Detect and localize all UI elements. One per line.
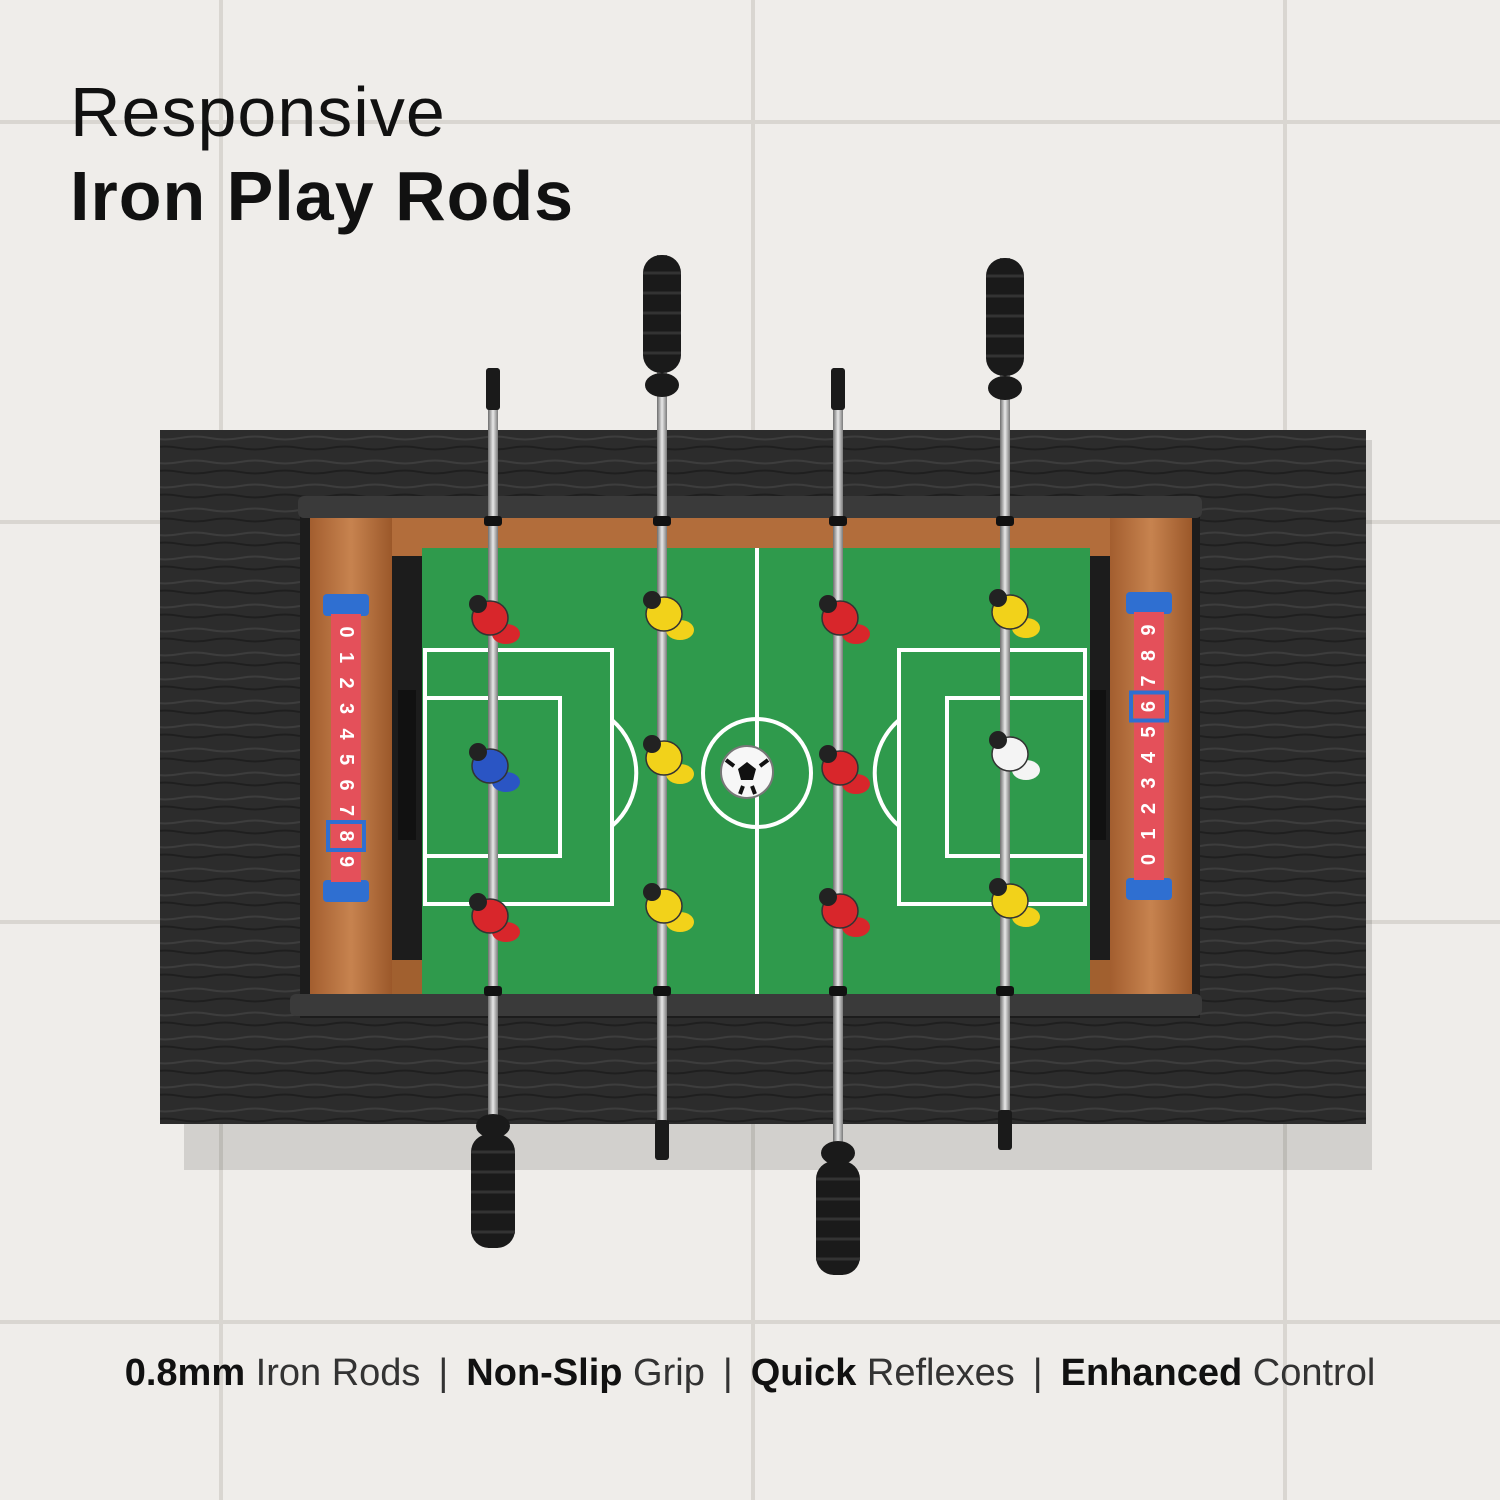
score-cap <box>1126 592 1172 614</box>
score-digit: 3 <box>335 703 357 714</box>
rod-bumper <box>484 986 502 996</box>
player-figure <box>643 735 694 784</box>
score-counter-left[interactable]: 0 1 2 3 4 5 6 7 8 9 <box>323 594 369 902</box>
player-head <box>469 595 487 613</box>
player-figure <box>819 595 870 644</box>
right-goal <box>1090 690 1106 840</box>
rod-end-cap <box>486 368 500 410</box>
separator: | <box>722 1352 733 1394</box>
score-cap <box>323 594 369 616</box>
score-bar <box>1134 612 1164 880</box>
player-head <box>643 883 661 901</box>
score-marker[interactable] <box>326 820 366 852</box>
score-digit: 8 <box>1138 650 1160 661</box>
rod-end-cap <box>998 1110 1012 1150</box>
handle-collar <box>821 1141 855 1165</box>
score-digit: 1 <box>335 652 357 663</box>
feature-strip: 0.8mm Iron Rods | Non-Slip Grip | Quick Refl… <box>0 1352 1500 1395</box>
feature-iron-rods: 0.8mm Iron Rods <box>124 1352 421 1394</box>
score-digit: 6 <box>1138 701 1160 712</box>
rod-shaft <box>1000 258 1010 1150</box>
score-digit: 4 <box>335 728 357 740</box>
score-digit: 0 <box>1138 854 1160 865</box>
score-digit: 2 <box>335 677 357 688</box>
score-digit: 9 <box>335 856 357 867</box>
score-digit: 1 <box>1138 828 1160 839</box>
rod-bumper <box>653 986 671 996</box>
score-digit: 5 <box>335 754 357 765</box>
player-head <box>989 878 1007 896</box>
player-figure <box>643 591 694 640</box>
left-goal <box>398 690 416 840</box>
feature-control: Enhanced Control <box>1060 1352 1376 1394</box>
player-head <box>989 731 1007 749</box>
handle-collar <box>476 1114 510 1138</box>
player-figure <box>989 878 1040 927</box>
player-head <box>469 743 487 761</box>
rod-bumper <box>653 516 671 526</box>
player-head <box>819 745 837 763</box>
score-digit: 2 <box>1138 803 1160 814</box>
rod-end-cap <box>831 368 845 410</box>
heading-line1: Responsive <box>70 73 446 151</box>
bottom-rail <box>290 994 1202 1016</box>
separator: | <box>1032 1352 1043 1394</box>
soccer-ball <box>720 745 774 799</box>
score-digit: 3 <box>1138 777 1160 788</box>
score-digit: 4 <box>1138 751 1160 763</box>
player-figure <box>819 888 870 937</box>
score-digit: 7 <box>335 805 357 816</box>
score-bar <box>331 614 361 882</box>
score-digit: 9 <box>1138 624 1160 635</box>
feature-grip: Non-Slip Grip <box>466 1352 705 1394</box>
score-digit: 0 <box>335 626 357 637</box>
score-counter-right[interactable]: 9 8 7 6 5 4 3 2 1 0 <box>1126 592 1172 900</box>
player-figure <box>989 731 1040 780</box>
rod-bumper <box>996 986 1014 996</box>
handle-collar <box>988 376 1022 400</box>
rod-bumper <box>996 516 1014 526</box>
top-rail <box>298 496 1202 518</box>
player-head <box>819 595 837 613</box>
player-figure <box>469 595 520 644</box>
rod-shaft <box>657 255 667 1160</box>
score-marker[interactable] <box>1129 690 1169 723</box>
player-head <box>643 735 661 753</box>
player-figure <box>989 589 1040 638</box>
score-cap <box>323 880 369 902</box>
score-digit: 5 <box>1138 726 1160 737</box>
play-rods[interactable] <box>471 255 1024 1275</box>
player-head <box>643 591 661 609</box>
rod-shaft <box>488 368 498 1248</box>
player-figure <box>819 745 870 794</box>
score-cap <box>1126 878 1172 900</box>
feature-reflexes: Quick Reflexes <box>750 1352 1015 1394</box>
player-head <box>989 589 1007 607</box>
players <box>469 589 1040 942</box>
rod-shaft <box>833 368 843 1275</box>
heading: Responsive Iron Play Rods <box>70 70 574 238</box>
handle-collar <box>645 373 679 397</box>
rod-bumper <box>829 986 847 996</box>
score-digit: 8 <box>335 830 357 841</box>
player-figure <box>469 893 520 942</box>
rod-bumper <box>484 516 502 526</box>
player-head <box>819 888 837 906</box>
score-digit: 7 <box>1138 675 1160 686</box>
rod-bumper <box>829 516 847 526</box>
player-figure <box>469 743 520 792</box>
score-digit: 6 <box>335 779 357 790</box>
heading-line2: Iron Play Rods <box>70 157 575 235</box>
play-rod[interactable] <box>471 368 515 1248</box>
player-head <box>469 893 487 911</box>
play-rod[interactable] <box>816 368 860 1275</box>
play-rod[interactable] <box>643 255 681 1160</box>
rod-end-cap <box>655 1120 669 1160</box>
separator: | <box>438 1352 449 1394</box>
play-rod[interactable] <box>986 258 1024 1150</box>
player-figure <box>643 883 694 932</box>
